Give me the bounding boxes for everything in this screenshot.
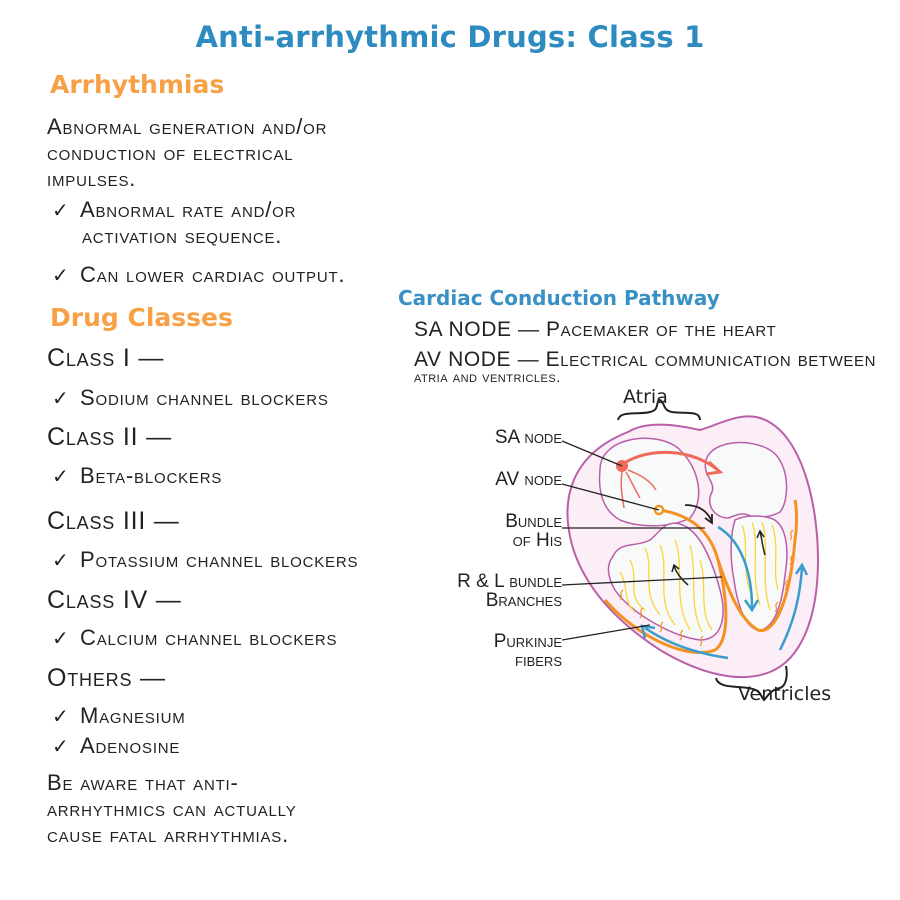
class-1-heading: Class I — [47,344,165,372]
drug-classes-heading: Drug Classes [50,303,233,332]
arrhythmias-heading: Arrhythmias [50,70,225,99]
av-node-definition: AV NODE — Electrical communication betwe… [414,348,877,371]
bundle-of-his-label: Bundle of His [505,511,562,551]
check-icon: ✓ [52,626,70,650]
sa-node-label: SA node [494,427,562,448]
purkinje-fibers [619,529,794,647]
av-node-definition-cont: atria and ventricles. [414,369,561,386]
definition-line: conduction of electrical [47,140,294,165]
right-ventricle [607,522,724,641]
flow-arrow-icon [717,525,754,609]
atria-brace-icon [617,398,701,421]
definition-line: impulses. [47,166,137,191]
class-2-heading: Class II — [47,423,172,451]
av-node-label: AV node [495,469,562,490]
check-icon: ✓ [52,704,70,728]
arrhythmia-bullet: ✓Can lower cardiac output. [52,262,346,287]
class-1-item: ✓Sodium channel blockers [52,385,329,410]
left-atrium [704,441,788,519]
check-icon: ✓ [52,734,70,758]
bundle-branches-label: R & L bundle Branches [457,571,562,611]
check-icon: ✓ [52,263,70,287]
right-bundle-branch [716,499,799,632]
class-4-heading: Class IV — [47,586,182,614]
others-heading: Others — [47,664,166,692]
purkinje-fibers-label: Purkinje fibers [493,631,562,671]
check-icon: ✓ [52,198,70,222]
flow-arrow-icon [644,626,729,660]
atria-label: Atria [623,386,668,408]
label-leaders [561,440,723,641]
atrial-impulse-arrow-icon [625,450,719,472]
arrhythmias-definition: Abnormal generation and/or conduction of… [47,114,377,192]
check-icon: ✓ [52,548,70,572]
conduction-heading: Cardiac Conduction Pathway [398,286,720,310]
sa-node-definition: SA NODE — Pacemaker of the heart [414,318,777,341]
ventricles-brace-icon [715,665,788,702]
flow-arrow-icon [778,567,804,651]
class-4-item: ✓Calcium channel blockers [52,625,338,650]
warning-note: Be aware that anti- arrhythmics can actu… [47,770,297,847]
class-3-item: ✓Potassium channel blockers [52,547,359,572]
check-icon: ✓ [52,386,70,410]
class-3-heading: Class III — [47,507,180,535]
definition-line: Abnormal generation and/or [47,114,328,139]
his-arrow-icon [684,504,713,523]
others-item: ✓Magnesium [52,703,186,728]
others-item: ✓Adenosine [52,733,181,758]
check-icon: ✓ [52,464,70,488]
arrhythmia-bullet: ✓Abnormal rate and/or activation sequenc… [52,197,297,248]
class-2-item: ✓Beta-blockers [52,463,223,488]
page-title: Anti-arrhythmic Drugs: Class 1 [195,20,705,54]
ventricles-label: Ventricles [738,683,832,705]
